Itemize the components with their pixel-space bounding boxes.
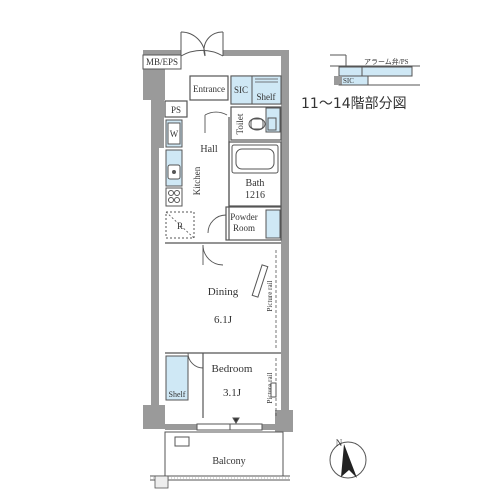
north-arrow-icon: N	[329, 438, 367, 479]
bathtub	[231, 144, 279, 174]
kitchen-label: Kitchen	[192, 166, 202, 195]
shelf-rack-lines	[255, 78, 278, 83]
mb-eps-box	[142, 54, 182, 70]
bedroom-door[interactable]	[187, 352, 204, 369]
picture-rail-dining-label: Picture rail	[266, 280, 274, 311]
balcony-label: Balcony	[212, 456, 245, 467]
balcony	[150, 431, 290, 481]
balcony-handrail	[150, 475, 290, 489]
bedroom-shelf-label: Shelf	[169, 390, 186, 399]
svg-text:R: R	[177, 221, 183, 231]
powder-label-2: Room	[233, 223, 255, 233]
svg-text:W: W	[170, 129, 179, 139]
cooktop	[165, 187, 183, 207]
compass-north-label: N	[336, 438, 343, 448]
dining-label: Dining	[208, 286, 239, 298]
washing-machine: W	[167, 122, 181, 145]
interior-doors[interactable]	[202, 111, 228, 266]
inset-alarm-label: アラーム弁/PS	[364, 57, 409, 66]
entrance-door[interactable]	[180, 31, 224, 57]
toilet-fixture	[248, 117, 277, 131]
bath-label: Bath	[246, 178, 265, 189]
ac-unit	[251, 264, 269, 298]
entrance-label: Entrance	[193, 84, 225, 94]
inset-title: 11〜14階部分図	[301, 96, 407, 112]
powder-label-1: Powder	[230, 212, 258, 222]
refrigerator: R	[165, 211, 195, 239]
mb-eps-label: MB/EPS	[146, 57, 178, 67]
bedroom-size-label: 3.1J	[223, 387, 242, 399]
outer-walls	[143, 50, 293, 432]
dining-size-label: 6.1J	[214, 314, 233, 326]
bedroom-ac-unit	[270, 382, 277, 398]
sic-label: SIC	[234, 85, 248, 95]
inset-plan	[330, 54, 420, 86]
kitchen-sink	[167, 164, 181, 180]
bath-size-label: 1216	[245, 190, 265, 201]
bedroom-label: Bedroom	[212, 363, 253, 375]
picture-rail-bedroom-label: Picture rail	[266, 372, 274, 403]
ps-label: PS	[171, 105, 181, 115]
inset-sic-label: SIC	[343, 77, 354, 85]
shelf-label: Shelf	[257, 92, 276, 102]
balcony-window[interactable]	[196, 417, 263, 431]
toilet-label: Toilet	[235, 113, 245, 134]
hall-label: Hall	[200, 144, 217, 155]
